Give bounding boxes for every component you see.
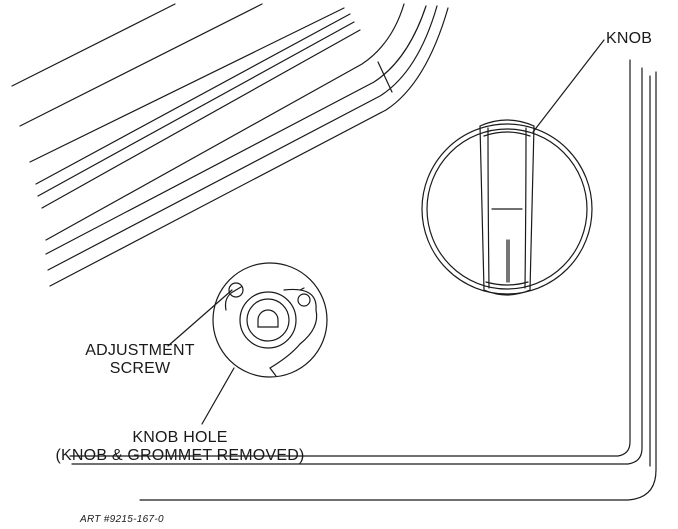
panel-trim-lines	[11, 3, 449, 287]
panel-frame	[69, 59, 657, 501]
knob-label: KNOB	[606, 30, 653, 47]
knob-leader-line	[532, 39, 605, 133]
knob-hole-label-line2: (KNOB & GROMMET REMOVED)	[55, 447, 305, 464]
adjustment-screw-leader-line	[167, 289, 233, 347]
art-number: ART #9215-167-0	[80, 514, 164, 525]
knob-hole-leader-line	[201, 367, 235, 425]
adjustment-screw-label-line1: ADJUSTMENT	[85, 342, 195, 359]
knob-hole	[212, 262, 328, 378]
knob-hole-label-line1: KNOB HOLE	[132, 429, 228, 446]
knob	[421, 119, 593, 296]
adjustment-screw-label-line2: SCREW	[109, 360, 171, 377]
